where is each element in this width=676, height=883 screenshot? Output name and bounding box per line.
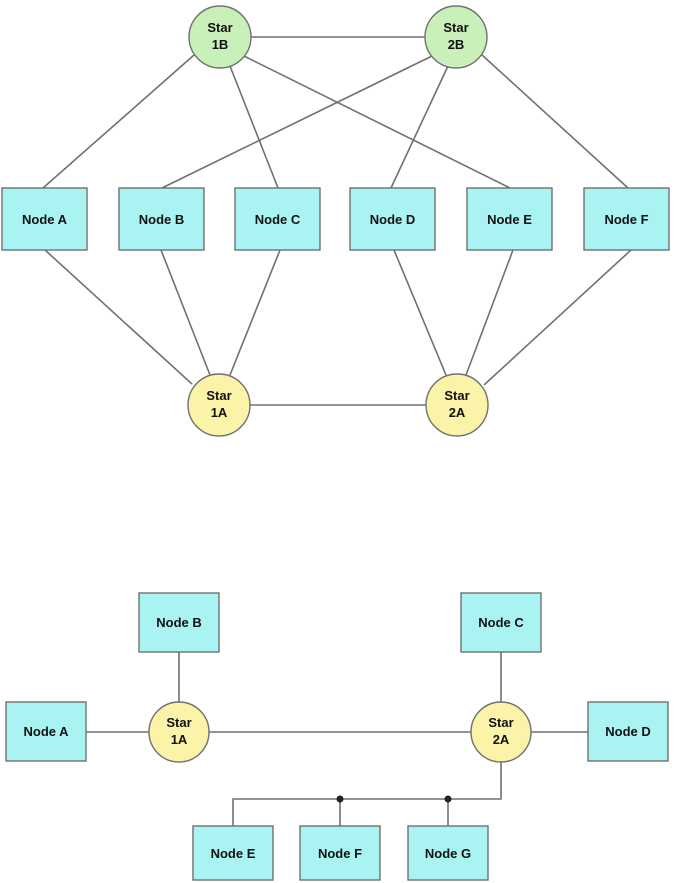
edge-star1a-nodea (45, 250, 192, 384)
node-a-label: Node A (22, 212, 68, 227)
star-2a: Star 2A (426, 374, 488, 436)
node-a-2-label: Node A (23, 724, 69, 739)
node-f-2: Node F (300, 826, 380, 880)
star-1b-label-line1: Star (207, 20, 232, 35)
star-1a-2-label-line1: Star (166, 715, 191, 730)
node-f-label: Node F (604, 212, 648, 227)
node-a-2: Node A (6, 702, 86, 761)
edge-star2a-noded (394, 250, 446, 375)
edge-star1b-nodea (43, 55, 194, 188)
node-e-2: Node E (193, 826, 273, 880)
bus-line (233, 762, 501, 826)
node-g-2-label: Node G (425, 846, 471, 861)
node-e-label: Node E (487, 212, 532, 227)
node-b: Node B (119, 188, 204, 250)
edge-star1b-nodee (244, 56, 510, 188)
node-f-2-label: Node F (318, 846, 362, 861)
star-1a-label-line1: Star (206, 388, 231, 403)
edge-star2b-noded (391, 66, 448, 188)
star-1b: Star 1B (189, 6, 251, 68)
star-2b-label-line1: Star (443, 20, 468, 35)
star-1a: Star 1A (188, 374, 250, 436)
bus-junction-dot (445, 796, 452, 803)
edge-star2a-nodee (466, 250, 513, 375)
edge-star2b-nodef (482, 55, 628, 188)
node-e-2-label: Node E (211, 846, 256, 861)
star-1b-label-line2: 1B (212, 37, 229, 52)
star-1a-2-label-line2: 1A (171, 732, 188, 747)
edge-star1b-nodec (230, 66, 278, 188)
node-c-label: Node C (255, 212, 301, 227)
node-b-2-label: Node B (156, 615, 202, 630)
edge-star1a-nodec (230, 250, 280, 375)
node-a: Node A (2, 188, 87, 250)
star-2b: Star 2B (425, 6, 487, 68)
star-1a-2: Star 1A (149, 702, 209, 762)
node-b-2: Node B (139, 593, 219, 652)
node-c: Node C (235, 188, 320, 250)
node-g-2: Node G (408, 826, 488, 880)
node-d-2-label: Node D (605, 724, 651, 739)
bus-junction-dot (337, 796, 344, 803)
diagram-2: Node B Node C Node A Node D Star 1A Star… (6, 593, 668, 880)
node-d: Node D (350, 188, 435, 250)
node-b-label: Node B (139, 212, 185, 227)
node-f: Node F (584, 188, 669, 250)
edge-star2b-nodeb (162, 56, 432, 188)
node-e: Node E (467, 188, 552, 250)
node-d-2: Node D (588, 702, 668, 761)
diagram-1: Star 1B Star 2B Node A Node B Node C Nod… (2, 6, 669, 436)
star-2b-label-line2: 2B (448, 37, 465, 52)
node-c-2: Node C (461, 593, 541, 652)
node-d-label: Node D (370, 212, 416, 227)
star-2a-label-line2: 2A (449, 405, 466, 420)
node-c-2-label: Node C (478, 615, 524, 630)
edge-star1a-nodeb (161, 250, 210, 375)
star-2a-2-label-line2: 2A (493, 732, 510, 747)
star-2a-2-label-line1: Star (488, 715, 513, 730)
star-1a-label-line2: 1A (211, 405, 228, 420)
star-2a-label-line1: Star (444, 388, 469, 403)
star-2a-2: Star 2A (471, 702, 531, 762)
